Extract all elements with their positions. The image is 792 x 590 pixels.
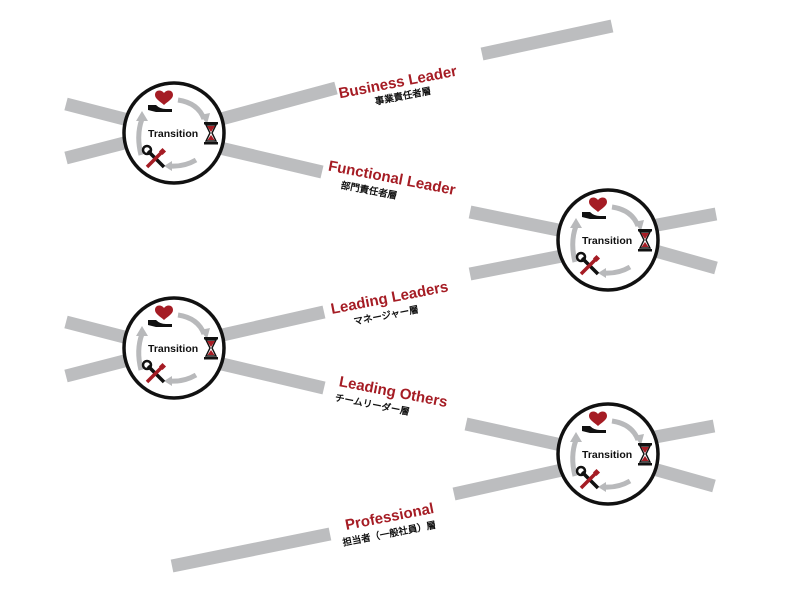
pipeline-bar bbox=[468, 249, 564, 281]
pipeline-lines bbox=[64, 19, 718, 573]
heart-hand-icon bbox=[148, 90, 173, 112]
transition-circle: Transition bbox=[122, 296, 226, 400]
tools-icon bbox=[575, 251, 601, 276]
heart-hand-icon bbox=[582, 411, 607, 433]
transition-label: Transition bbox=[148, 343, 198, 355]
transition-circle: Transition bbox=[556, 402, 660, 506]
hourglass-icon bbox=[638, 443, 652, 466]
hourglass-icon bbox=[204, 337, 218, 360]
pipeline-bar bbox=[648, 419, 716, 445]
pipeline-bar bbox=[452, 463, 564, 501]
hourglass-icon bbox=[204, 122, 218, 145]
pipeline-bar bbox=[220, 357, 326, 395]
transition-label: Transition bbox=[582, 449, 632, 461]
pipeline-bar bbox=[64, 353, 130, 383]
hourglass-icon bbox=[638, 229, 652, 252]
transition-label: Transition bbox=[148, 128, 198, 140]
heart-hand-icon bbox=[148, 305, 173, 327]
pipeline-bar bbox=[650, 243, 718, 275]
pipeline-bar bbox=[216, 305, 326, 343]
transition-label: Transition bbox=[582, 235, 632, 247]
pipeline-bar bbox=[64, 315, 130, 345]
pipeline-bar bbox=[208, 81, 338, 129]
pipeline-bar bbox=[64, 135, 130, 165]
tools-icon bbox=[141, 359, 167, 384]
tools-icon bbox=[141, 144, 167, 169]
transition-circle: Transition bbox=[122, 81, 226, 185]
pipeline-bar bbox=[650, 207, 718, 233]
pipeline-bar bbox=[170, 527, 332, 573]
heart-hand-icon bbox=[582, 197, 607, 219]
pipeline-bar bbox=[480, 19, 614, 61]
pipeline-bar bbox=[464, 417, 568, 453]
pipeline-bar bbox=[64, 97, 130, 127]
pipeline-bar bbox=[468, 205, 570, 239]
level-labels: Business Leader 事業責任者層 Functional Leader… bbox=[327, 63, 459, 549]
pipeline-bar bbox=[648, 461, 716, 493]
transition-circle: Transition bbox=[556, 188, 660, 292]
pipeline-bar bbox=[218, 141, 324, 179]
tools-icon bbox=[575, 465, 601, 490]
